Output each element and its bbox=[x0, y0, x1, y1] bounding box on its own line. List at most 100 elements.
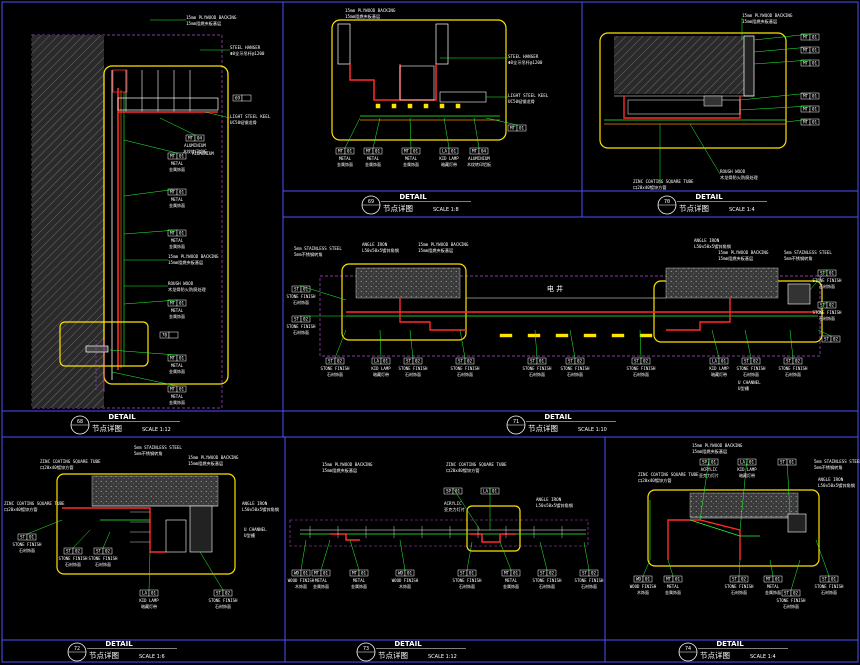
tag-num: 02 bbox=[577, 359, 583, 364]
tag-leader bbox=[786, 458, 791, 515]
tag-label-en: STONE FINISH bbox=[533, 578, 562, 583]
light-strip bbox=[555, 333, 569, 338]
tag-code: ST bbox=[744, 359, 750, 364]
tag-code: ST bbox=[20, 535, 26, 540]
fixing-dot bbox=[455, 103, 461, 109]
tag-num: 01 bbox=[303, 571, 309, 576]
tag-label-cn: 石材饰面 bbox=[327, 371, 343, 377]
column-left bbox=[337, 23, 351, 65]
tag-label-en: ACRYLIC bbox=[701, 467, 718, 472]
tag-num-box bbox=[826, 301, 837, 309]
tag-num-box bbox=[148, 589, 159, 597]
tag-label-cn: 石材饰面 bbox=[539, 583, 555, 589]
callout-text-cn: 15mm阻燃夹板基层 bbox=[418, 247, 453, 254]
tag-num-box bbox=[176, 354, 187, 362]
callout-text-en: ZINC COATING SQUARE TUBE bbox=[4, 501, 65, 506]
tag-num-box bbox=[718, 357, 729, 365]
detail-70 bbox=[599, 32, 787, 149]
tag-leader bbox=[148, 551, 151, 591]
tag-leader bbox=[738, 559, 741, 577]
material-tag-hint_70: 70 bbox=[159, 331, 179, 339]
detail-box bbox=[56, 473, 236, 575]
tag-num: 01 bbox=[179, 301, 185, 306]
tag-code: ST bbox=[294, 287, 300, 292]
panel-scale: SCALE 1:8 bbox=[433, 207, 459, 213]
tag-code: ST bbox=[786, 359, 792, 364]
tag-code: LA bbox=[374, 359, 380, 364]
callout-text-en: 5mm STAINLESS STEEL bbox=[134, 445, 182, 450]
tag-num: 01 bbox=[455, 489, 461, 494]
tag-code: 70 bbox=[162, 333, 168, 338]
tag-num: 02 bbox=[591, 571, 597, 576]
callout-text-en: 15mm PLYWOOD BACKING bbox=[718, 250, 769, 255]
panel-title-cn: 节点详图 bbox=[89, 650, 119, 660]
tag-num-box bbox=[102, 547, 113, 555]
hanger-box bbox=[189, 505, 213, 553]
tag-code: MT bbox=[803, 48, 809, 53]
tag-num: 02 bbox=[337, 359, 343, 364]
callout-text-en: ZINC COATING SQUARE TUBE bbox=[638, 472, 699, 477]
wood-core bbox=[627, 99, 741, 115]
tag-leader bbox=[817, 301, 828, 313]
tag-num: 02 bbox=[415, 359, 421, 364]
tag-num-box bbox=[464, 357, 475, 365]
tag-label-en: ALUMINIUM bbox=[468, 156, 490, 161]
detail-box bbox=[466, 505, 521, 552]
tag-leader bbox=[473, 117, 480, 149]
tag-num-box bbox=[466, 569, 477, 577]
callout-text-cn: 15mm阻燃夹板基层 bbox=[718, 255, 753, 262]
tag-leader bbox=[300, 285, 347, 301]
fixing-dot bbox=[407, 103, 413, 109]
tag-label-en: METAL bbox=[315, 578, 328, 583]
tag-num-box bbox=[826, 269, 837, 277]
tag-num-box bbox=[809, 118, 820, 126]
callout-text-cn: U型槽 bbox=[244, 532, 256, 539]
callout-text-en: LIGHT STEEL KEEL bbox=[508, 93, 549, 98]
u-channel bbox=[165, 519, 187, 553]
tag-num: 01 bbox=[789, 460, 795, 465]
callout-text-cn: L50x50x5镀锌角钢 bbox=[694, 243, 731, 250]
tag-leader bbox=[300, 539, 307, 571]
tag-num-box bbox=[510, 569, 521, 577]
panel-scale: SCALE 1:12 bbox=[428, 654, 457, 660]
tag-label-en: KID LAMP bbox=[371, 366, 391, 371]
detail-69 bbox=[331, 19, 507, 141]
panel-scale: SCALE 1:4 bbox=[729, 207, 755, 213]
tag-num: 01 bbox=[469, 571, 475, 576]
panel-number: 70 bbox=[664, 199, 670, 205]
tag-label-cn: 石材饰面 bbox=[65, 561, 81, 567]
tag-code: MT bbox=[170, 231, 176, 236]
fixing-dot bbox=[375, 103, 381, 109]
tag-label-cn: 石材饰面 bbox=[743, 371, 759, 377]
tag-code: ST bbox=[216, 591, 222, 596]
tag-leader bbox=[399, 539, 406, 571]
tag-num: 01 bbox=[179, 356, 185, 361]
tag-label-en: STONE FINISH bbox=[451, 366, 480, 371]
tag-num: 02 bbox=[549, 571, 555, 576]
corner-block bbox=[703, 95, 723, 107]
tag-num-box bbox=[516, 124, 527, 132]
tag-label-cn: 金属饰面 bbox=[313, 583, 329, 589]
callout-text-cn: 15mm阻燃夹板基层 bbox=[188, 460, 223, 467]
tag-code: MT bbox=[803, 107, 809, 112]
tag-num: 01 bbox=[413, 149, 419, 154]
tag-num-box bbox=[588, 569, 599, 577]
tag-num: 02 bbox=[303, 317, 309, 322]
callout-text-cn: L50x50x5镀锌角钢 bbox=[536, 502, 573, 509]
tag-leader bbox=[26, 519, 63, 535]
panel-scale: SCALE 1:4 bbox=[750, 654, 776, 660]
tag-leader bbox=[642, 559, 651, 577]
